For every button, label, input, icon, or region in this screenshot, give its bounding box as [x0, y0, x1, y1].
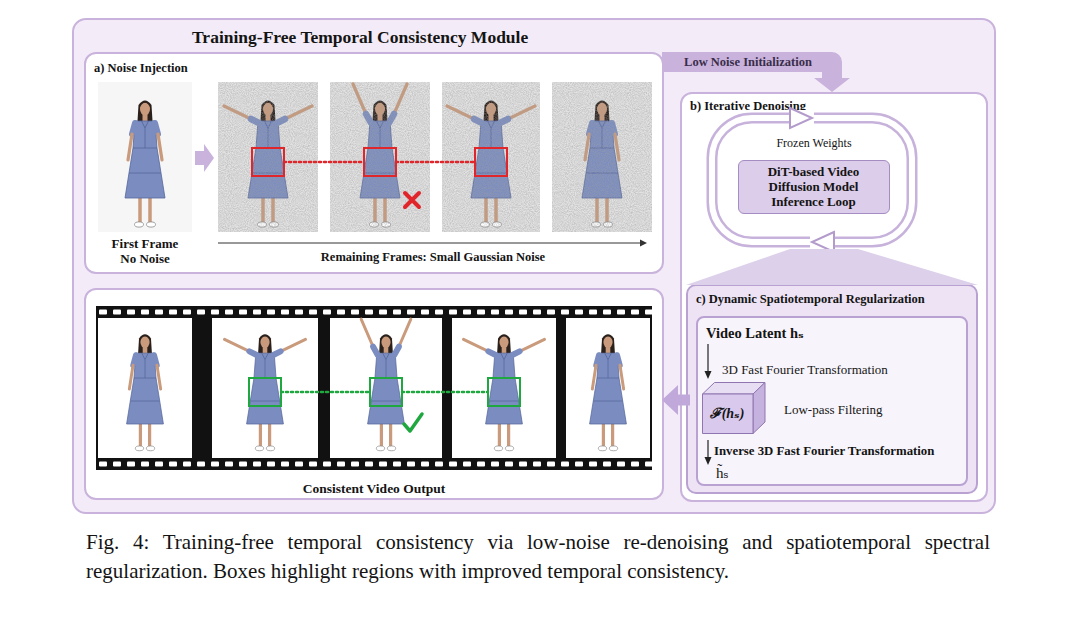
panel-heading: Consistent Video Output	[84, 481, 664, 497]
model-label: DiT-based Video Diffusion Model Inferenc…	[749, 160, 879, 214]
cube-side	[753, 383, 765, 434]
spectrum-cube: ℱ(hₛ)	[702, 382, 766, 434]
annotation-label: Frozen Weights	[762, 136, 866, 150]
stage-panel: b) Iterative DenoisingDiT-based Video Di…	[680, 92, 988, 502]
annotation-label: First Frame No Noise	[107, 236, 183, 267]
panel-heading: b) Iterative Denoising	[690, 99, 806, 114]
process-step: Inverse 3D Fast Fourier Transformation	[714, 444, 934, 459]
output-panel: Consistent Video Output	[84, 288, 664, 500]
module-frame: Training-Free Temporal Consistency Modul…	[72, 18, 996, 514]
figure-caption: Fig. 4: Training-free temporal consisten…	[86, 528, 990, 586]
model-box: DiT-based Video Diffusion Model Inferenc…	[738, 160, 890, 214]
process-box: Video Latent hₛ 3D Fast Fourier Transform…	[696, 316, 968, 486]
process-step: Low-pass Filtering	[784, 402, 883, 417]
cube-front	[703, 394, 754, 434]
panel-heading: c) Dynamic Spatiotemporal Regularization	[696, 292, 925, 307]
process-step: Video Latent hₛ	[706, 325, 804, 342]
module-title: Training-Free Temporal Consistency Modul…	[192, 27, 528, 48]
math-label: ℱ(hₛ)	[702, 394, 752, 434]
annotation-label: Remaining Frames: Small Gaussian Noise	[218, 250, 648, 265]
process-step: 3D Fast Fourier Transformation	[722, 362, 888, 377]
process-step: h̃ₛ	[716, 465, 729, 483]
connector-label: Low Noise Initialization	[684, 55, 812, 70]
panel-heading: a) Noise Injection	[94, 61, 188, 76]
stage-panel: c) Dynamic Spatiotemporal Regularization…	[686, 284, 978, 494]
